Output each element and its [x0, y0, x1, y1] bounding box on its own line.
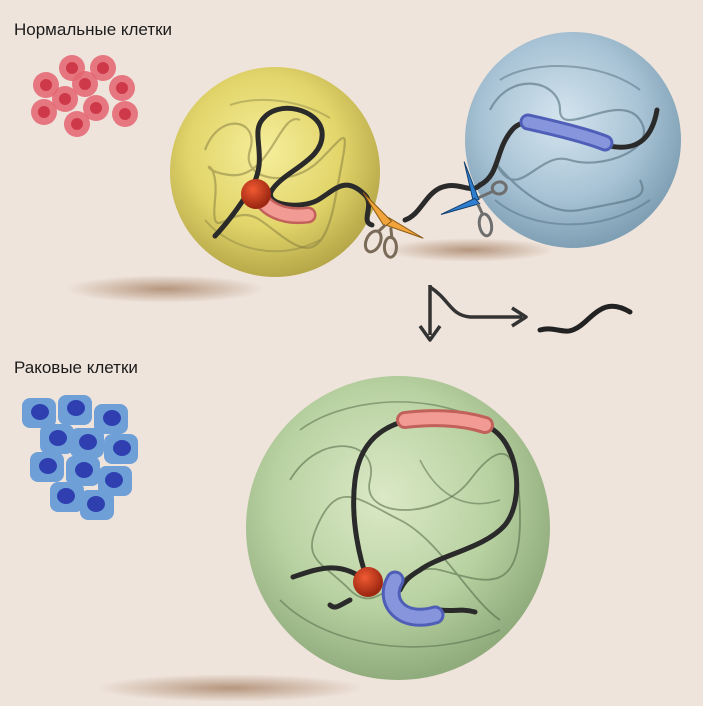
normal-cells-cluster — [31, 55, 138, 137]
anchor-ball-cancer — [353, 567, 383, 597]
shadow-green-nucleus — [95, 674, 365, 702]
yellow-background-chromatin — [203, 117, 346, 249]
anchor-ball-normal — [241, 179, 271, 209]
cancer-cells-label: Раковые клетки — [14, 358, 138, 377]
chromatin-strand-yellow — [212, 105, 375, 239]
normal-cells-label: Нормальные клетки — [14, 20, 173, 39]
blue-background-chromatin — [489, 82, 645, 212]
shadow-yellow-nucleus — [65, 275, 265, 303]
arrow-right-icon — [429, 285, 528, 328]
shadow-scissors — [385, 238, 555, 262]
scissors-icon-blue — [440, 161, 508, 238]
scissors-icon-orange — [362, 192, 424, 259]
yellow-nucleus — [170, 67, 380, 277]
green-nucleus — [246, 376, 550, 680]
excised-fragment — [537, 303, 633, 334]
arrow-down-icon — [418, 285, 442, 342]
chromatin-loop-cancer — [290, 417, 520, 593]
cancer-cells-cluster — [22, 395, 138, 520]
green-background-chromatin — [289, 445, 521, 621]
